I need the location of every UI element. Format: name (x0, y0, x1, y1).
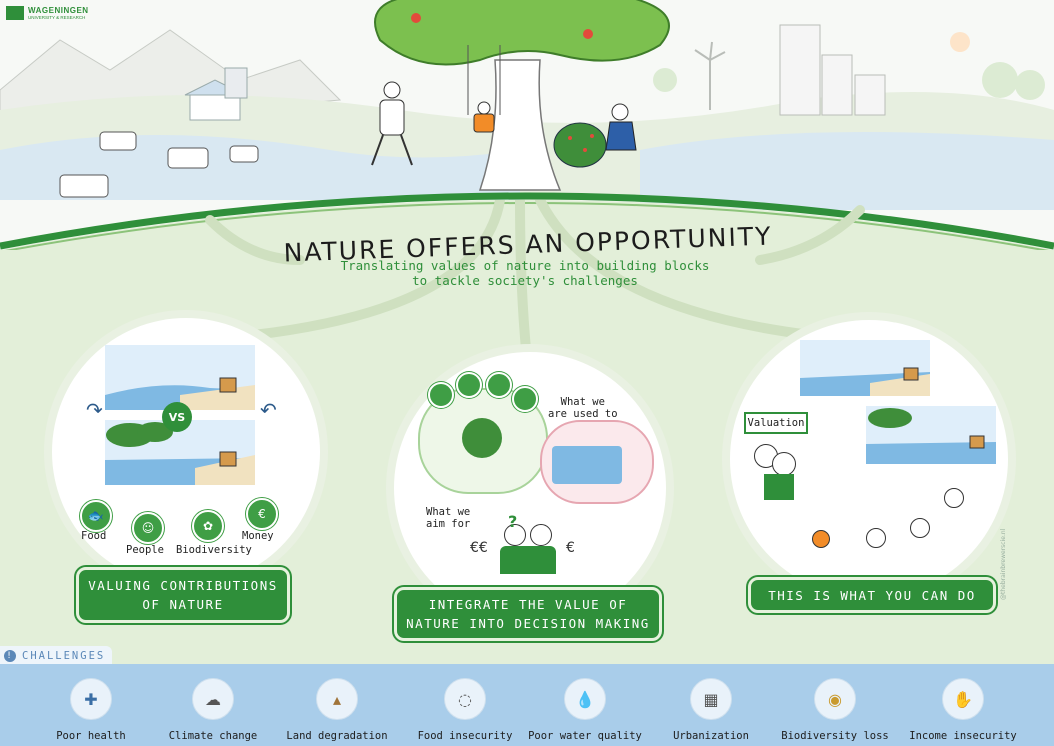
money-bag-icon: € (246, 498, 278, 530)
contribution-money: Money (242, 530, 274, 542)
question-mark-icon: ? (508, 512, 518, 531)
challenges-tab[interactable]: ! CHALLENGES (0, 646, 112, 666)
challenge-poor-water-quality: 💧 Poor water quality (520, 672, 650, 744)
people-icon (456, 372, 482, 398)
challenge-food-insecurity: ◌ Food insecurity (400, 672, 530, 744)
panel-action-scenes (800, 340, 996, 464)
challenge-label: Food insecurity (417, 730, 513, 742)
storm-cloud-icon: ☁ (192, 678, 234, 720)
challenge-income-insecurity: ✋ Income insecurity (898, 672, 1028, 744)
panel-valuing-scenes (105, 345, 255, 485)
challenge-label: Urbanization (673, 730, 749, 742)
landscape-illustration (0, 0, 1054, 250)
people-icon: ☺ (132, 512, 164, 544)
subtitle: Translating values of nature into buildi… (330, 258, 720, 288)
broken-plate-icon: ◌ (444, 678, 486, 720)
challenge-poor-health: ✚ Poor health (26, 672, 156, 744)
subtitle-line-1: Translating values of nature into buildi… (340, 258, 710, 273)
fish-icon (428, 382, 454, 408)
challenges-label: CHALLENGES (22, 650, 106, 662)
challenges-bar (0, 664, 1054, 746)
contribution-biodiversity: Biodiversity (176, 544, 252, 556)
biodiversity-icon: ✿ (192, 510, 224, 542)
hand-money-icon: ✋ (942, 678, 984, 720)
brand-subtitle: UNIVERSITY & RESEARCH (28, 15, 86, 20)
challenge-label: Poor water quality (528, 730, 642, 742)
brand-logo: WAGENINGEN UNIVERSITY & RESEARCH (6, 6, 89, 20)
used-to-scene (552, 446, 622, 484)
businessmen-figures (500, 524, 560, 574)
challenge-urbanization: ▦ Urbanization (646, 672, 776, 744)
tree-island-icon (462, 418, 502, 458)
challenge-biodiversity-loss: ◉ Biodiversity loss (770, 672, 900, 744)
bee-icon: ◉ (814, 678, 856, 720)
arrow-right-icon: ↶ (260, 398, 277, 422)
valuation-box: Valuation (744, 412, 808, 434)
challenge-label: Land degradation (286, 730, 388, 742)
challenge-label: Biodiversity loss (781, 730, 889, 742)
leaf-icon (486, 372, 512, 398)
what-you-can-do-button[interactable]: THIS IS WHAT YOU CAN DO (748, 577, 996, 613)
valuing-contributions-button[interactable]: VALUING CONTRIBUTIONS OF NATURE (76, 567, 290, 623)
integrate-value-button[interactable]: INTEGRATE THE VALUE OF NATURE INTO DECIS… (394, 587, 662, 641)
food-icon: 🐟 (80, 500, 112, 532)
money-bag-icon (512, 386, 538, 412)
dry-land-icon: ▴ (316, 678, 358, 720)
city-buildings-icon: ▦ (690, 678, 732, 720)
challenge-label: Income insecurity (909, 730, 1017, 742)
stakeholders-figures (750, 440, 970, 570)
brand-name: WAGENINGEN (28, 6, 89, 15)
used-to-label: What we are used to (548, 396, 618, 420)
aim-for-label: What we aim for (426, 506, 471, 530)
logo-mark-icon (6, 6, 24, 20)
info-icon: ! (4, 650, 16, 662)
vs-badge: VS (162, 402, 192, 432)
challenge-climate-change: ☁ Climate change (148, 672, 278, 744)
medical-kit-icon: ✚ (70, 678, 112, 720)
contribution-people: People (126, 544, 164, 556)
contribution-food: Food (81, 530, 107, 542)
euro-left-icon: €€ (470, 540, 488, 556)
challenge-land-degradation: ▴ Land degradation (272, 672, 402, 744)
arrow-left-icon: ↷ (86, 398, 103, 422)
water-drop-icon: 💧 (564, 678, 606, 720)
challenge-label: Poor health (56, 730, 126, 742)
challenge-label: Climate change (168, 730, 258, 742)
credit-text: @thebrainbrewerscie.nl (1000, 528, 1007, 600)
subtitle-line-2: to tackle society's challenges (412, 273, 638, 288)
euro-right-icon: € (566, 540, 575, 556)
